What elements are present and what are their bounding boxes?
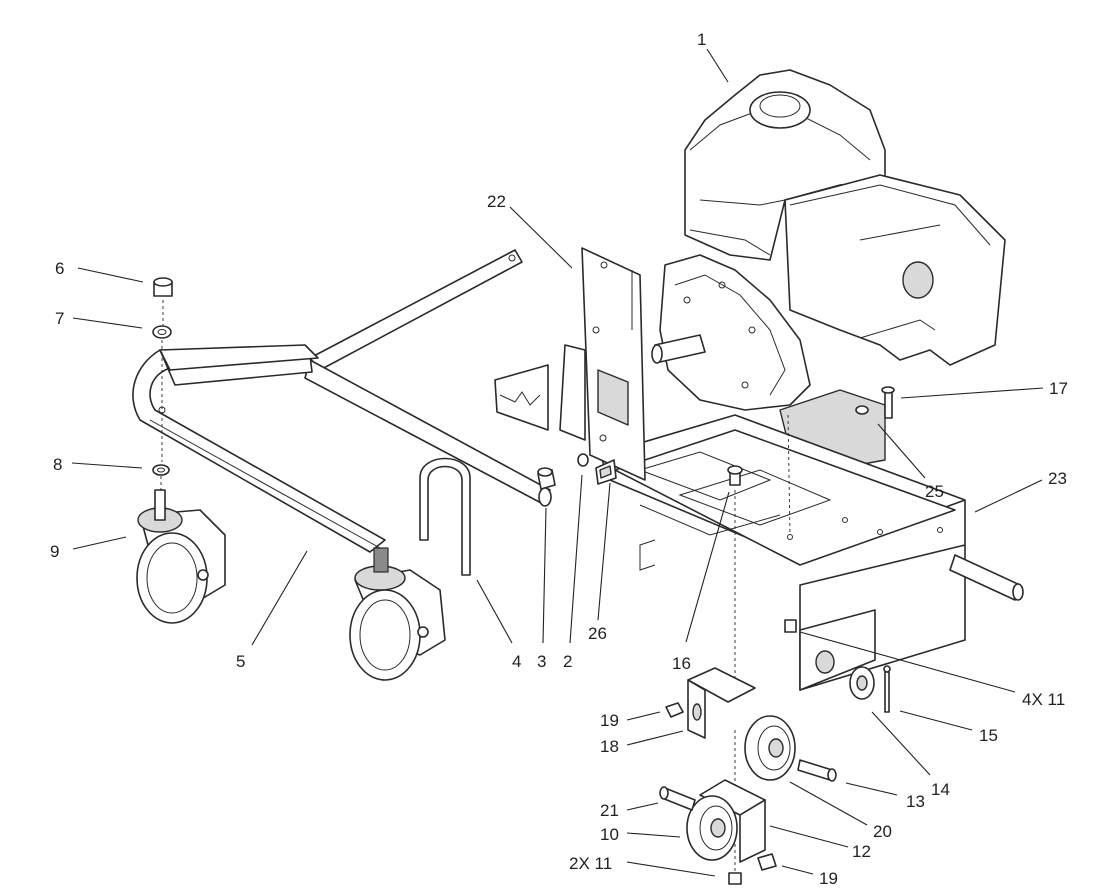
callout-1: 1 [697, 30, 706, 49]
caster-hardware-stack [152, 277, 173, 492]
callout-25: 25 [925, 482, 944, 501]
callout-26: 26 [588, 624, 607, 643]
callout-15: 15 [979, 726, 998, 745]
small-hardware [537, 453, 617, 490]
callout-labels: 1 2 3 4 5 6 7 8 9 10 2X 11 4X 11 12 13 1… [50, 30, 1068, 888]
engine [651, 69, 1006, 471]
callout-23: 23 [1048, 469, 1067, 488]
callout-2x11: 2X 11 [569, 854, 612, 873]
callout-17: 17 [1049, 379, 1068, 398]
callout-8: 8 [53, 455, 62, 474]
engine-plate [494, 247, 646, 481]
callout-20: 20 [873, 822, 892, 841]
callout-3: 3 [537, 652, 546, 671]
callout-4x11: 4X 11 [1022, 690, 1065, 709]
caster-wheel-left [136, 489, 226, 624]
axle-hardware [784, 619, 891, 713]
engine-bolt [787, 386, 895, 536]
leader-lines [71, 48, 1044, 877]
handle-frame [132, 249, 552, 553]
callout-18: 18 [600, 737, 619, 756]
idler-assembly [659, 465, 837, 885]
callout-21: 21 [600, 801, 619, 820]
callout-2: 2 [563, 652, 572, 671]
callout-10: 10 [600, 825, 619, 844]
callout-5: 5 [236, 652, 245, 671]
callout-19-lower: 19 [819, 869, 838, 888]
callout-7: 7 [55, 309, 64, 328]
callout-19-upper: 19 [600, 711, 619, 730]
callout-14: 14 [931, 780, 950, 799]
callout-13: 13 [906, 792, 925, 811]
u-bolt [419, 457, 471, 576]
callout-22: 22 [487, 192, 506, 211]
callout-16-lower: 16 [672, 654, 691, 673]
callout-9: 9 [50, 542, 59, 561]
caster-wheel-right [349, 547, 446, 681]
main-frame [599, 414, 1024, 691]
callout-4: 4 [512, 652, 521, 671]
callout-6: 6 [55, 259, 64, 278]
callout-12: 12 [852, 842, 871, 861]
